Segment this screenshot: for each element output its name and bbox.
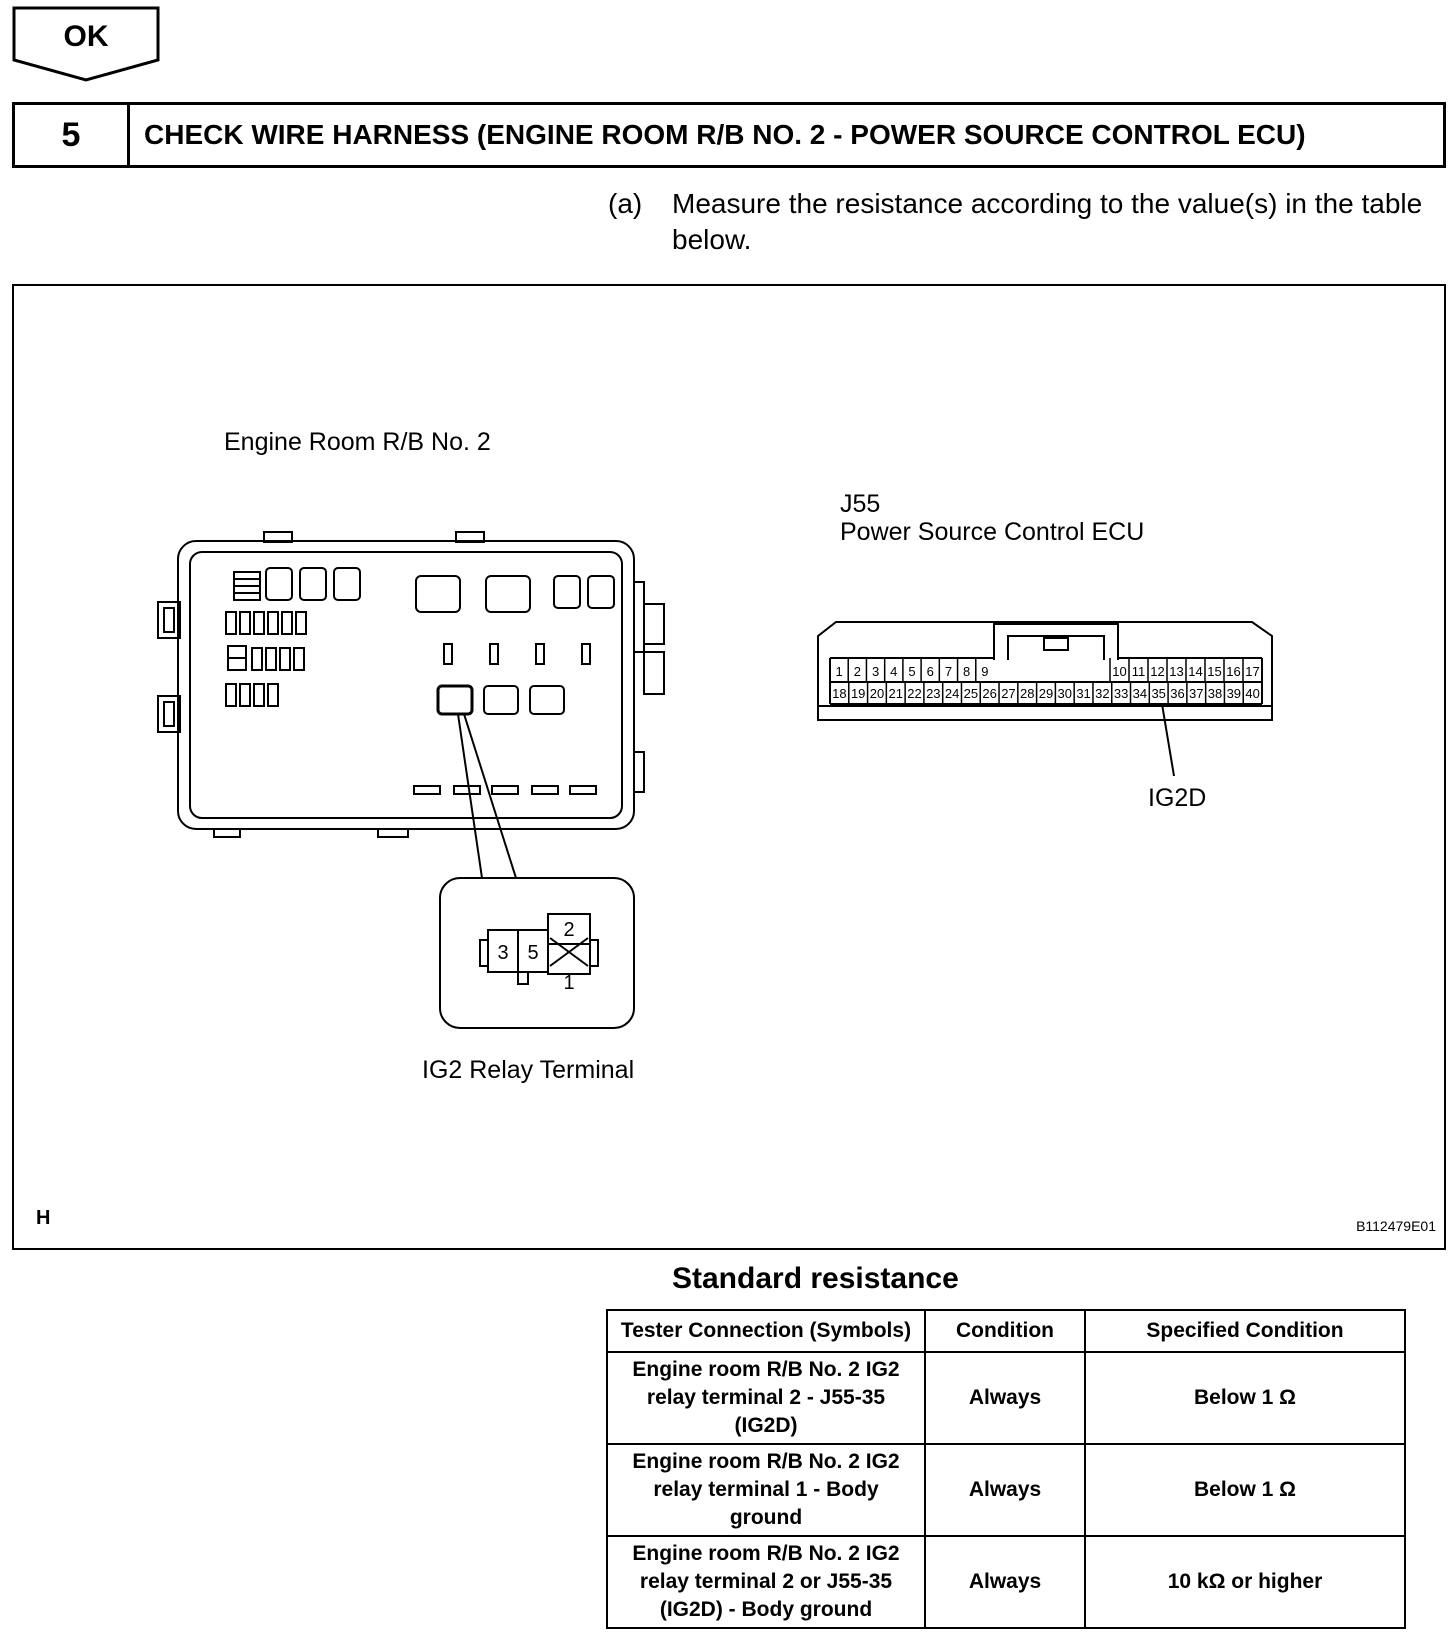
ecu-pin-14: 14	[1188, 664, 1202, 679]
instruction-text: Measure the resistance according to the …	[672, 188, 1423, 255]
ecu-pin-33: 33	[1114, 686, 1128, 701]
ecu-pin-35: 35	[1151, 686, 1165, 701]
ecu-pin-37: 37	[1189, 686, 1203, 701]
ecu-pin-6: 6	[927, 664, 934, 679]
ecu-pin-16: 16	[1226, 664, 1240, 679]
ecu-pin-17: 17	[1245, 664, 1259, 679]
ecu-pin-23: 23	[926, 686, 940, 701]
cell-specified-condition: 10 kΩ or higher	[1084, 1535, 1406, 1629]
ecu-pin-29: 29	[1039, 686, 1053, 701]
relay-terminal-5: 5	[527, 942, 538, 964]
cell-tester-connection: Engine room R/B No. 2 IG2 relay terminal…	[606, 1351, 926, 1445]
ecu-pin-25: 25	[964, 686, 978, 701]
ecu-pin-19: 19	[851, 686, 865, 701]
ecu-pin-36: 36	[1170, 686, 1184, 701]
header-condition: Condition	[924, 1309, 1086, 1353]
ecu-pin-34: 34	[1133, 686, 1147, 701]
step-title: CHECK WIRE HARNESS (ENGINE ROOM R/B NO. …	[144, 119, 1306, 150]
step-number: 5	[15, 105, 130, 165]
relay-terminal-1: 1	[563, 972, 574, 994]
ecu-pin-9: 9	[981, 664, 988, 679]
standard-resistance-table: Tester Connection (Symbols) Condition Sp…	[606, 1309, 1406, 1629]
ecu-pin-13: 13	[1169, 664, 1183, 679]
cell-specified-condition: Below 1 Ω	[1084, 1351, 1406, 1445]
figure-code: B112479E01	[1356, 1218, 1436, 1234]
relay-block-label: Engine Room R/B No. 2	[224, 428, 491, 456]
ecu-pin-5: 5	[908, 664, 915, 679]
ecu-pin-21: 21	[889, 686, 903, 701]
table-row: Engine room R/B No. 2 IG2 relay terminal…	[606, 1535, 1406, 1629]
ecu-pin-11: 11	[1132, 664, 1146, 679]
cell-condition: Always	[924, 1351, 1086, 1445]
ecu-pin-10: 10	[1112, 664, 1126, 679]
ecu-pin-8: 8	[963, 664, 970, 679]
ecu-pin-32: 32	[1095, 686, 1109, 701]
ecu-pin-39: 39	[1227, 686, 1241, 701]
ecu-pin-18: 18	[832, 686, 846, 701]
cell-tester-connection: Engine room R/B No. 2 IG2 relay terminal…	[606, 1443, 926, 1537]
ecu-pin-22: 22	[907, 686, 921, 701]
ecu-pin-2: 2	[854, 664, 861, 679]
wiring-figure: Engine Room R/B No. 2 J55 Power Source C…	[12, 284, 1446, 1250]
figure-drawing: 3 5 2 1 18192021222324252627282930313233…	[157, 531, 1273, 1029]
cell-condition: Always	[924, 1535, 1086, 1629]
instruction-marker: (a)	[608, 188, 643, 219]
ok-arrow-shape	[12, 6, 160, 82]
ecu-pin-7: 7	[945, 664, 952, 679]
ecu-pin-15: 15	[1207, 664, 1221, 679]
cell-specified-condition: Below 1 Ω	[1084, 1443, 1406, 1537]
view-code: H	[36, 1207, 51, 1229]
ecu-pin-26: 26	[982, 686, 996, 701]
header-specified-condition: Specified Condition	[1084, 1309, 1406, 1353]
ecu-pin-40: 40	[1245, 686, 1259, 701]
ecu-pin-27: 27	[1001, 686, 1015, 701]
ecu-pin-12: 12	[1150, 664, 1164, 679]
ecu-pin-3: 3	[872, 664, 879, 679]
ecu-pin-20: 20	[870, 686, 884, 701]
connector-id: J55	[840, 490, 881, 518]
header-tester-connection: Tester Connection (Symbols)	[606, 1309, 926, 1353]
table-header-row: Tester Connection (Symbols) Condition Sp…	[606, 1309, 1406, 1353]
connector-name: Power Source Control ECU	[840, 518, 1145, 546]
pin-callout-label: IG2D	[1148, 784, 1207, 812]
relay-block-drawing	[157, 531, 665, 879]
relay-terminal-drawing: 3 5 2 1	[439, 877, 635, 1029]
ecu-pin-1: 1	[835, 664, 842, 679]
cell-condition: Always	[924, 1443, 1086, 1537]
cell-tester-connection: Engine room R/B No. 2 IG2 relay terminal…	[606, 1535, 926, 1629]
ecu-pin-4: 4	[890, 664, 897, 679]
step-header: 5 CHECK WIRE HARNESS (ENGINE ROOM R/B NO…	[12, 102, 1446, 168]
ok-badge: OK	[12, 6, 160, 82]
table-row: Engine room R/B No. 2 IG2 relay terminal…	[606, 1443, 1406, 1537]
ok-label: OK	[63, 20, 109, 53]
relay-terminal-2: 2	[563, 919, 574, 941]
ecu-pin-31: 31	[1076, 686, 1090, 701]
table-row: Engine room R/B No. 2 IG2 relay terminal…	[606, 1351, 1406, 1445]
relay-terminal-label: IG2 Relay Terminal	[422, 1056, 635, 1084]
ecu-pin-28: 28	[1020, 686, 1034, 701]
relay-terminal-3: 3	[497, 942, 508, 964]
ecu-pin-30: 30	[1058, 686, 1072, 701]
ecu-pin-24: 24	[945, 686, 959, 701]
table-title: Standard resistance	[672, 1262, 959, 1295]
ecu-pin-38: 38	[1208, 686, 1222, 701]
